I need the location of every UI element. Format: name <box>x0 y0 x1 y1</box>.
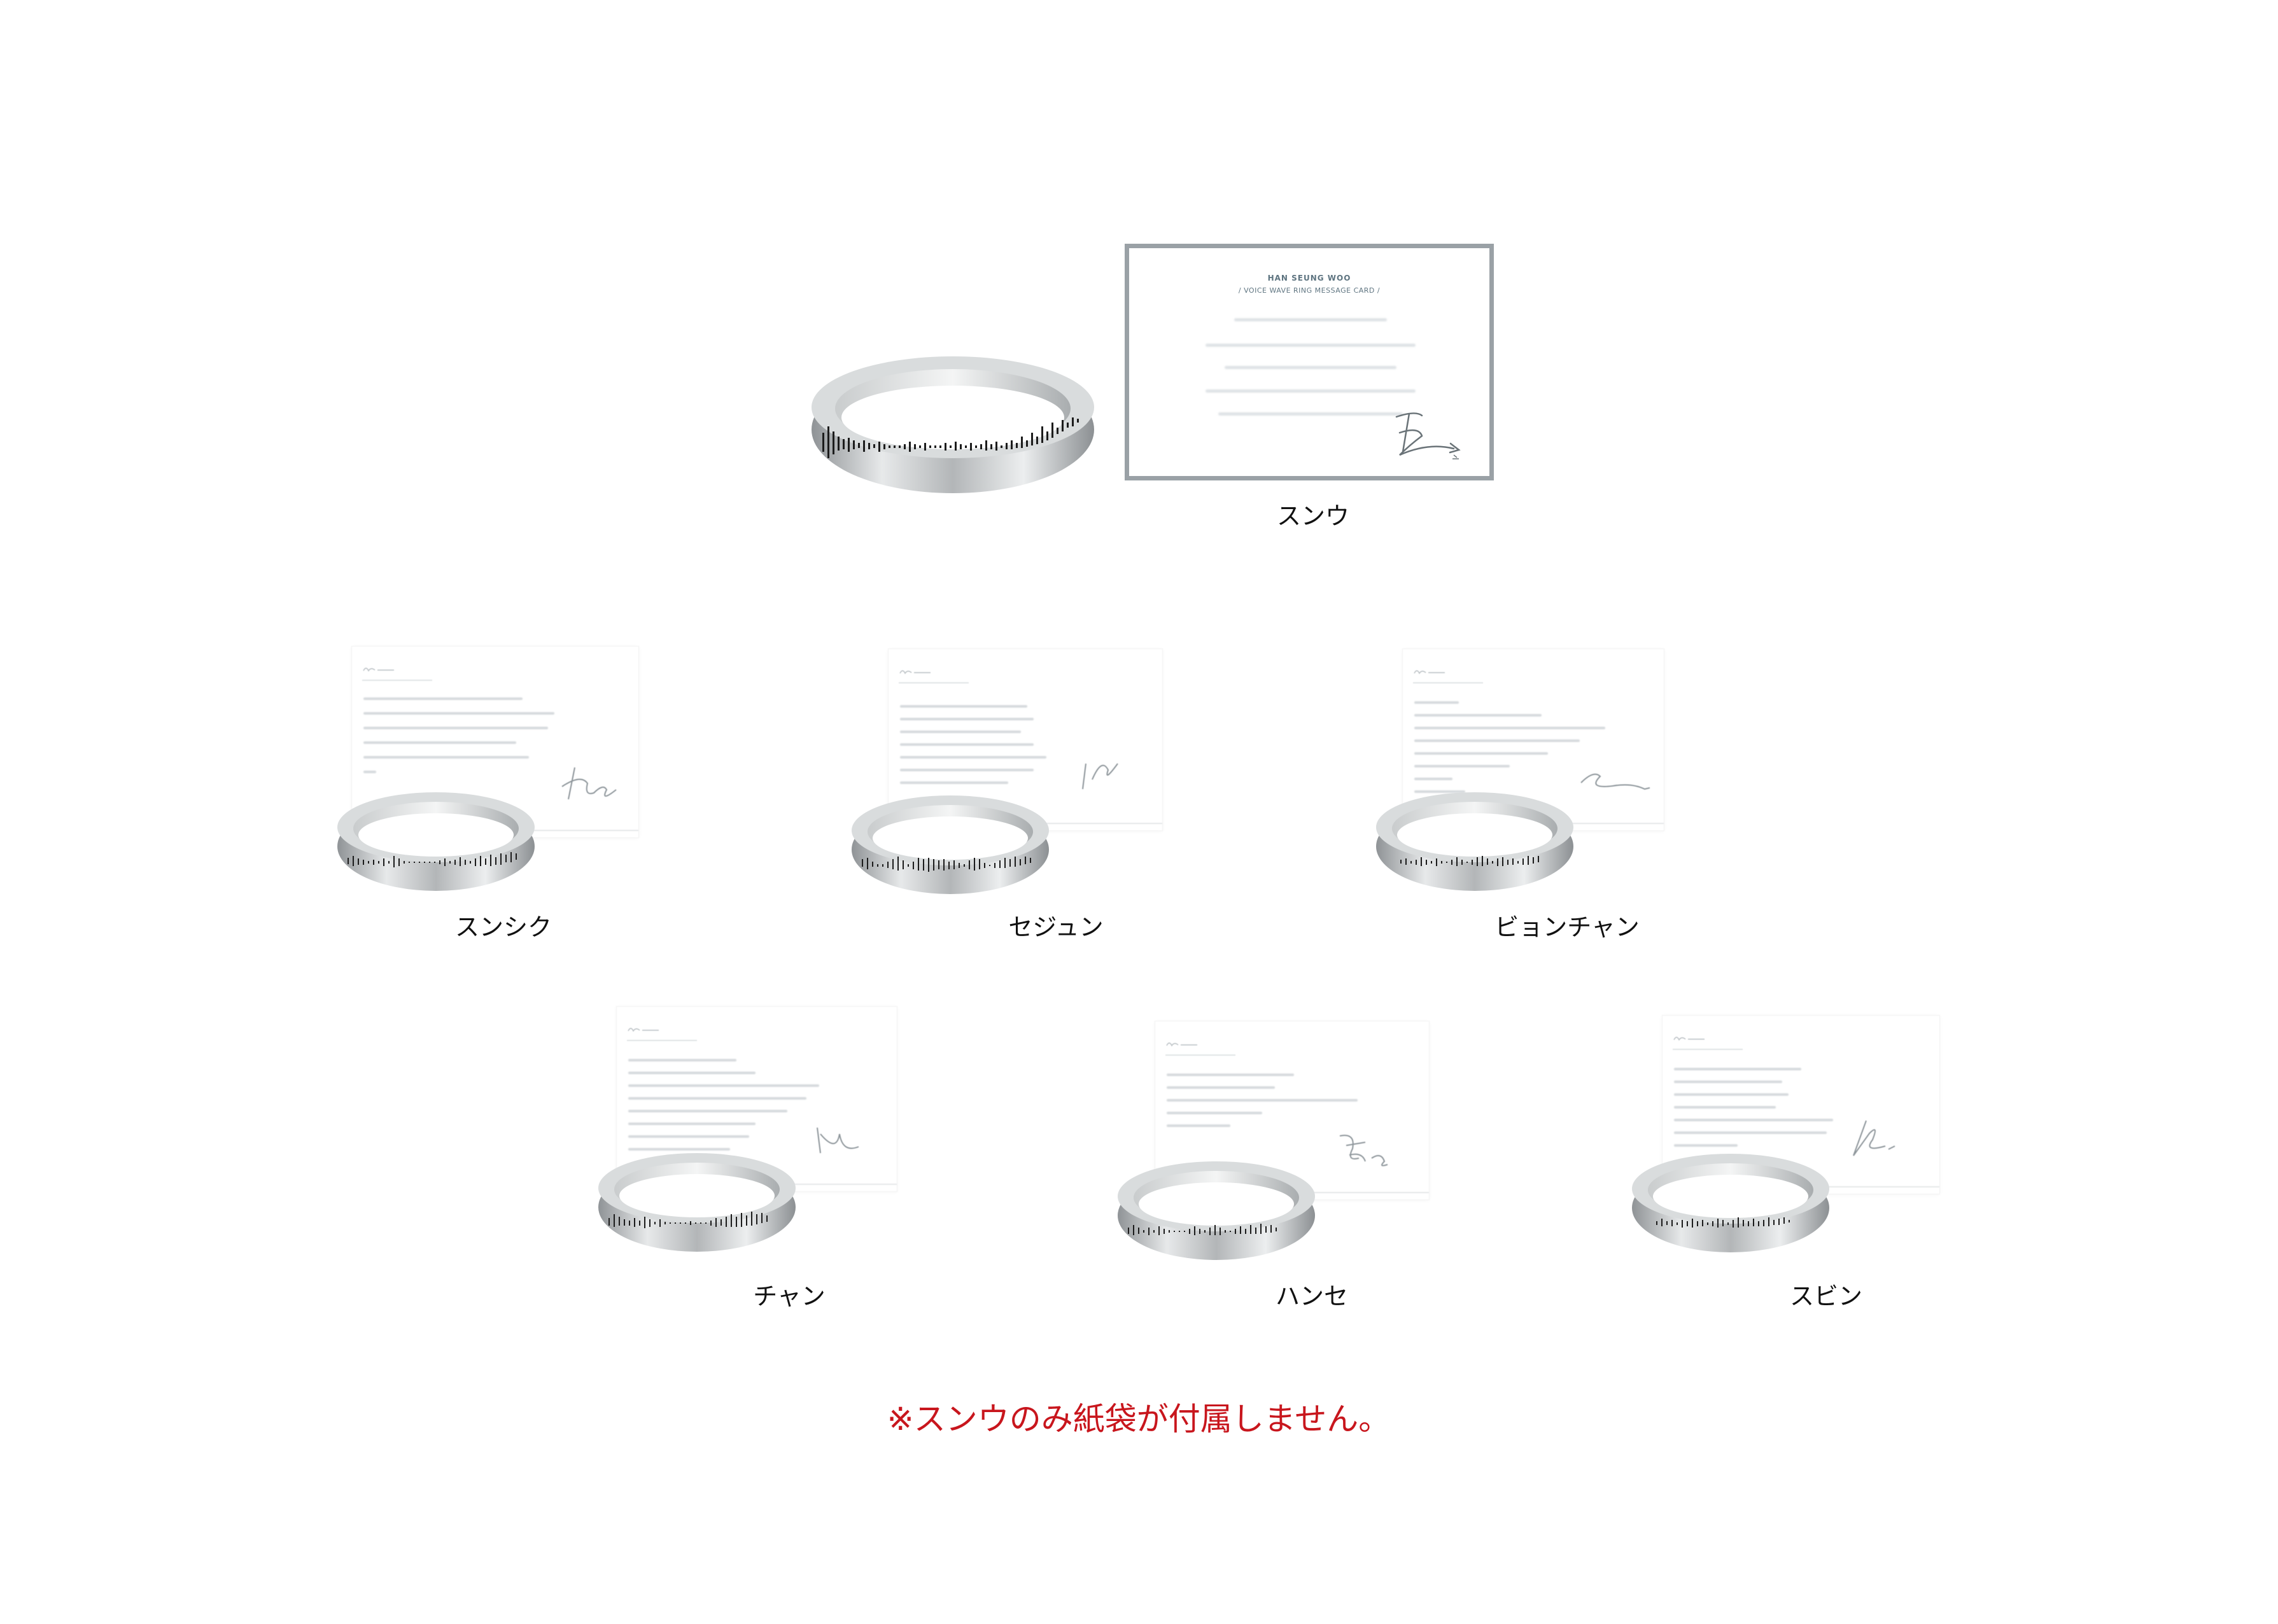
ring-illustration <box>598 1153 796 1252</box>
member-label: スンシク <box>454 913 552 941</box>
ring-image-main <box>810 356 1096 509</box>
ring-illustration <box>1632 1154 1829 1252</box>
member-label-main: スンウ <box>1276 502 1350 530</box>
signature-image <box>1395 412 1461 459</box>
ring-image <box>1375 792 1575 900</box>
signature-image <box>1339 1135 1388 1166</box>
card-title: HAN SEUNG WOO <box>1267 274 1351 283</box>
message-card-main: HAN SEUNG WOO / VOICE WAVE RING MESSAGE … <box>1125 244 1494 480</box>
signature-image <box>1082 763 1118 790</box>
ring-illustration <box>1376 792 1573 891</box>
signature-image <box>1853 1120 1895 1156</box>
ring-image <box>850 795 1051 904</box>
letter-header-logo <box>363 668 394 672</box>
ring-image <box>1116 1161 1317 1270</box>
letter-header-logo <box>1673 1037 1705 1041</box>
voice-wave <box>822 417 1079 458</box>
signature-image <box>561 767 617 800</box>
ring-illustration <box>337 792 535 891</box>
member-label: ハンセ <box>1275 1282 1349 1310</box>
member-label: チャン <box>753 1282 826 1310</box>
ring-image <box>597 1153 798 1261</box>
member-label: ビョンチャン <box>1494 913 1640 941</box>
ring-illustration <box>812 356 1094 493</box>
signature-image <box>1580 773 1650 790</box>
card-subtitle: / VOICE WAVE RING MESSAGE CARD / <box>1238 286 1381 295</box>
letter-header-logo <box>1166 1042 1197 1047</box>
ring-illustration <box>852 795 1049 894</box>
member-label: スビン <box>1789 1282 1863 1310</box>
paper-bag-note: ※スンウのみ紙袋が付属しません。 <box>887 1401 1391 1438</box>
letter-header-logo <box>899 670 931 675</box>
ring-image <box>1631 1154 1831 1262</box>
letter-header-logo <box>1414 670 1445 675</box>
member-label: セジュン <box>1008 913 1104 941</box>
letter-header-logo <box>628 1028 659 1032</box>
signature-image <box>817 1127 859 1154</box>
ring-image <box>336 792 537 900</box>
ring-illustration <box>1118 1161 1315 1260</box>
